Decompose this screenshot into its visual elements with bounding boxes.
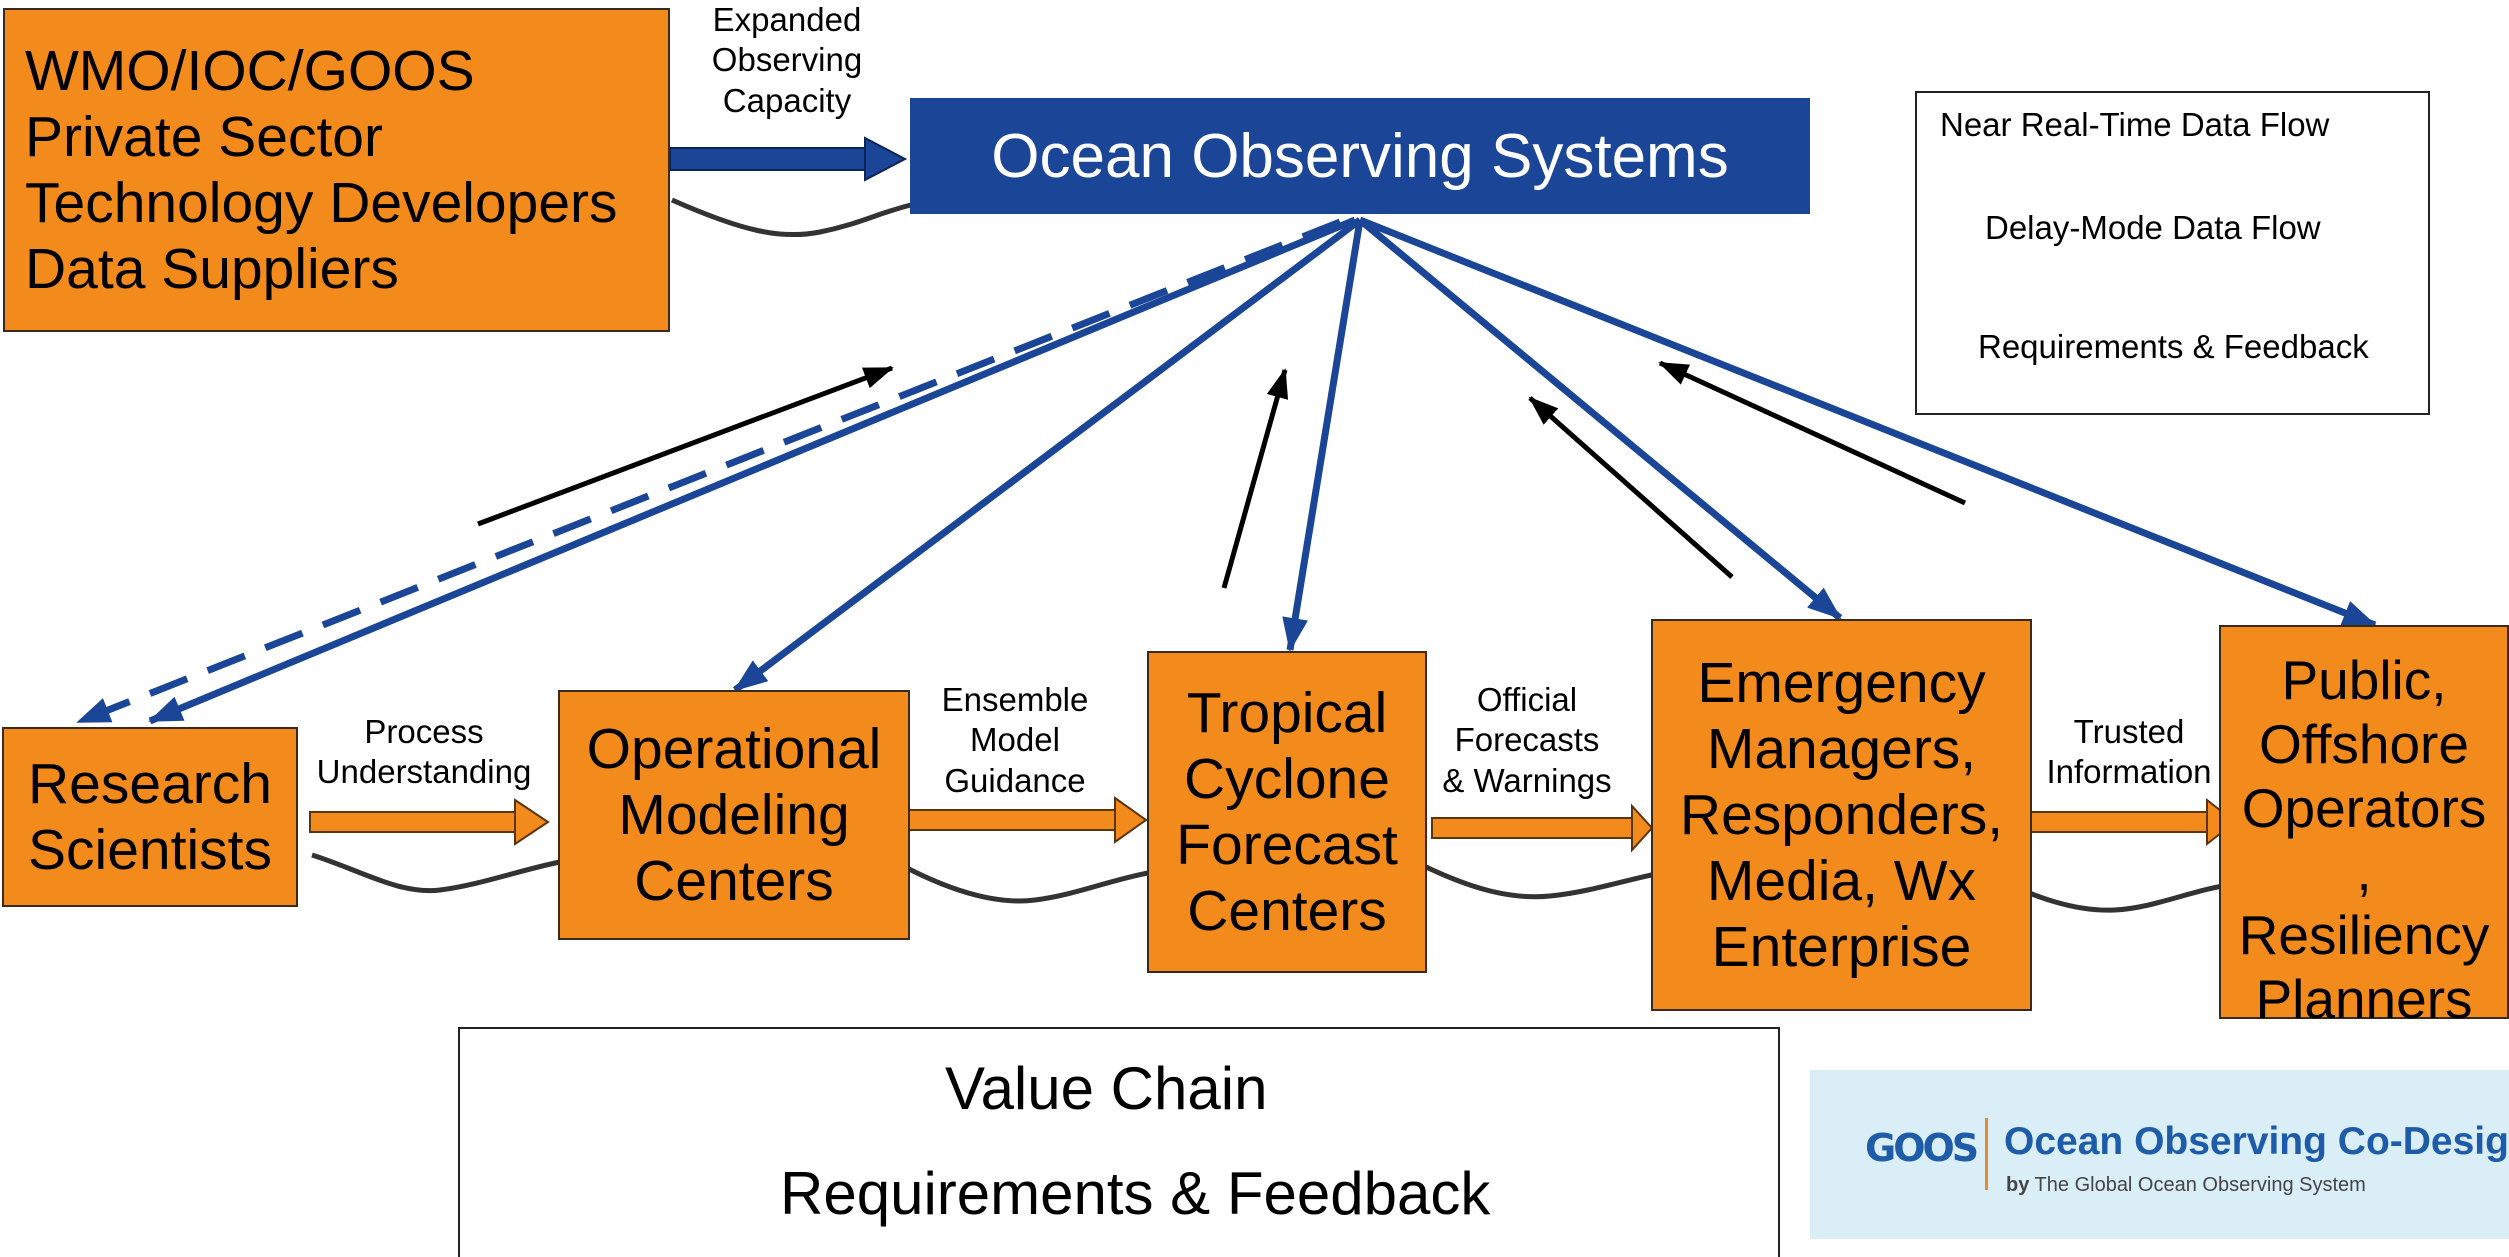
- goos-subtitle: The Global Ocean Observing System: [2034, 1174, 2366, 1196]
- official-forecasts-label: Official Forecasts & Warnings: [1442, 681, 1612, 799]
- goos-co-design-logo: GOOS Ocean Observing Co-Design by The Gl…: [1810, 1070, 2509, 1239]
- feedback-wave-tropical-emergency: [1422, 863, 1666, 900]
- feedback-arrows: [477, 360, 1967, 589]
- flow-legend: [1915, 91, 2430, 415]
- feedback-wave-modeling-tropical: [905, 865, 1149, 904]
- legend-nrt-label: Near Real-Time Data Flow: [1940, 106, 2330, 143]
- goos-title: Ocean Observing Co-Design: [2004, 1120, 2509, 1163]
- feedback-arrow-research: [477, 365, 894, 527]
- expanded-capacity-label: Expanded Observing Capacity: [711, 1, 863, 119]
- tropical-cyclone-forecast-centers-box: Tropical Cyclone Forecast Centers: [1147, 651, 1427, 973]
- nrt-flow-public: [1358, 216, 2377, 629]
- near-real-time-flows: [148, 216, 2377, 725]
- ensemble-model-guidance-label: Ensemble Model Guidance: [941, 681, 1089, 799]
- ocean-observing-systems-title: Ocean Observing Systems: [991, 121, 1729, 191]
- goos-mark: GOOS: [1865, 1126, 1979, 1170]
- ocean-observing-systems-box: Ocean Observing Systems: [910, 98, 1810, 214]
- feedback-arrow-public: [1658, 360, 1967, 506]
- chain-feedback-waves: [311, 852, 2241, 913]
- feedback-wave-research-modeling: [311, 852, 561, 894]
- goos-divider: [1985, 1118, 1988, 1190]
- goos-byline: by The Global Ocean Observing System: [2006, 1174, 2366, 1197]
- top-source-line-1: WMO/IOC/GOOS: [25, 38, 475, 103]
- emergency-managers-box: Emergency Managers, Responders, Media, W…: [1651, 619, 2032, 1011]
- operational-modeling-centers-box: Operational Modeling Centers: [558, 690, 910, 940]
- top-feedback-wave: [670, 197, 916, 238]
- value-arrow-tropical-emergency: [1431, 803, 1654, 853]
- top-source-line-3: Technology Developers: [25, 171, 618, 235]
- trusted-information-label: Trusted Information: [2046, 713, 2212, 791]
- value-arrow-research-modeling: [309, 798, 550, 846]
- top-source-line-2: Private Sector: [25, 104, 383, 169]
- research-scientists-box: Research Scientists: [2, 727, 298, 907]
- public-offshore-operators-box: Public, Offshore Operators , Resiliency …: [2219, 625, 2509, 1030]
- feedback-arrow-tropical: [1221, 368, 1289, 589]
- value-arrow-emergency-public: [2026, 797, 2237, 847]
- value-arrow-modeling-tropical: [907, 796, 1148, 844]
- goos-by: by: [2006, 1174, 2030, 1196]
- expanded-capacity-arrow: [669, 136, 908, 182]
- nrt-flow-emergency: [1357, 217, 1843, 621]
- bottom-requirements-label: Requirements & Feedback: [780, 1160, 1491, 1227]
- nrt-flow-research: [148, 216, 1357, 725]
- legend-feedback-label: Requirements & Feedback: [1978, 328, 2369, 365]
- chain-value-arrows: [309, 796, 2237, 853]
- feedback-arrow-emergency: [1528, 396, 1734, 579]
- top-source-line-4: Data Suppliers: [25, 237, 399, 302]
- top-source-box: WMO/IOC/GOOS Private Sector Technology D…: [3, 8, 670, 332]
- value-chain-label: Value Chain: [945, 1055, 1268, 1122]
- legend-delay-label: Delay-Mode Data Flow: [1985, 209, 2321, 246]
- delay-mode-flow-research: [76, 218, 1342, 726]
- nrt-flow-tropical: [1282, 219, 1364, 652]
- value-chain-legend: [458, 1027, 1780, 1257]
- nrt-flow-modeling: [732, 217, 1363, 693]
- process-understanding-label: Process Understanding: [316, 713, 532, 791]
